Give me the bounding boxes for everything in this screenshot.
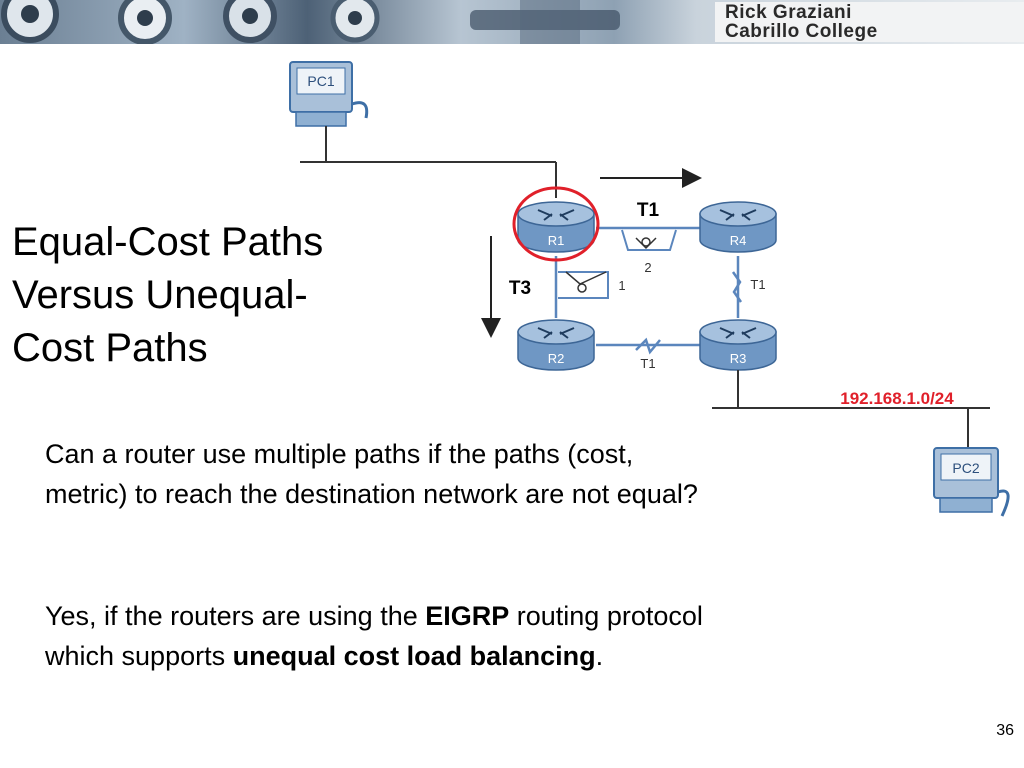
network-address-label: 192.168.1.0/24 <box>840 389 954 408</box>
title-line-2: Versus Unequal- <box>12 273 308 317</box>
title-line-1: Equal-Cost Paths <box>12 220 324 264</box>
pc1-label: PC1 <box>307 73 334 89</box>
r2-r3-link-type: T1 <box>640 356 655 371</box>
answer-bold-unequal: unequal cost load balancing <box>232 641 596 671</box>
r2-router-icon: R2 <box>517 319 595 371</box>
answer-part-2: routing protocol which supports <box>45 601 703 671</box>
r4-r3-link-type: T1 <box>750 277 765 292</box>
r1-highlight-circle <box>512 186 600 262</box>
slide-title: Equal-Cost Paths Versus Unequal- Cost Pa… <box>12 216 392 375</box>
answer-text: Yes, if the routers are using the EIGRP … <box>45 596 755 676</box>
institution-name: Cabrillo College <box>725 21 878 42</box>
r4-router-icon: R4 <box>699 201 777 253</box>
pc2-label: PC2 <box>952 460 979 476</box>
answer-part-1: Yes, if the routers are using the <box>45 601 426 631</box>
header-banner: Rick Graziani Cabrillo College <box>0 0 1024 44</box>
title-line-3: Cost Paths <box>12 326 208 370</box>
answer-bold-eigrp: EIGRP <box>425 601 510 631</box>
banner-credit: Rick Graziani Cabrillo College <box>715 2 1024 42</box>
page-number: 36 <box>996 722 1014 739</box>
r1-router-icon: R1 <box>517 201 595 253</box>
r1-label: R1 <box>548 233 565 248</box>
r4-label: R4 <box>730 233 747 248</box>
question-text: Can a router use multiple paths if the p… <box>45 439 698 509</box>
r3-label: R3 <box>730 351 747 366</box>
r1-r4-link-type: T1 <box>637 200 660 221</box>
r3-router-icon: R3 <box>699 319 777 371</box>
pc2-computer-icon: PC2 <box>933 447 1010 517</box>
r1-r2-link-type: T3 <box>509 278 531 299</box>
r2-label: R2 <box>548 351 565 366</box>
author-name: Rick Graziani <box>725 2 852 23</box>
link-r1-r4: T1 2 <box>596 200 700 275</box>
link-r4-r3: T1 <box>731 256 766 318</box>
pc1-computer-icon: PC1 <box>289 61 369 127</box>
r1-r2-link-number: 1 <box>618 278 625 293</box>
r1-r4-link-number: 2 <box>644 260 651 275</box>
banner-image <box>1 0 620 44</box>
answer-part-3: . <box>595 641 604 671</box>
link-r2-r3: T1 <box>596 337 700 371</box>
link-r1-r2: T3 1 <box>509 256 626 318</box>
